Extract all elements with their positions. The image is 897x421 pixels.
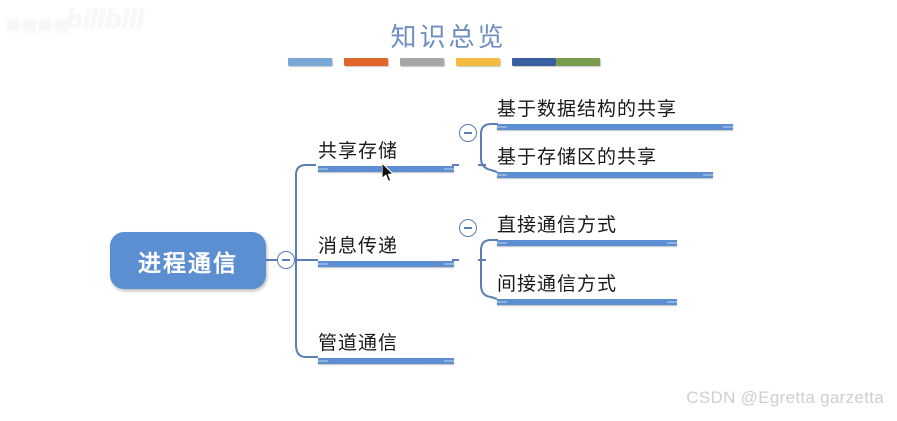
csdn-watermark: CSDN @Egretta garzetta <box>686 388 884 407</box>
branch-node-message-passing-underline <box>318 261 454 267</box>
root-node-label: 进程通信 <box>138 249 238 276</box>
branch-node-shared-storage-label: 共享存储 <box>318 141 399 162</box>
root-collapse-toggle-icon[interactable] <box>277 251 295 269</box>
branch-node-shared-storage-underline <box>318 166 454 172</box>
leaf-node-data-structure-sharing-underline <box>497 124 733 130</box>
branch-node-pipe-communication[interactable]: 管道通信 <box>318 320 454 364</box>
root-node-process-communication[interactable]: 进程通信 <box>110 232 266 289</box>
rule-segment-4 <box>456 58 500 66</box>
title-color-rule <box>288 57 600 69</box>
leaf-node-indirect-communication-underline <box>497 299 677 305</box>
branch-node-shared-storage[interactable]: 共享存储 <box>318 128 454 172</box>
leaf-node-direct-communication-label: 直接通信方式 <box>497 215 618 236</box>
leaf-node-memory-region-sharing-underline <box>497 172 713 178</box>
rule-segment-1 <box>288 58 332 66</box>
rule-segment-2 <box>344 58 388 66</box>
branch-node-message-passing[interactable]: 消息传递 <box>318 223 454 267</box>
message-passing-collapse-toggle-icon[interactable] <box>459 219 477 237</box>
leaf-node-data-structure-sharing-label: 基于数据结构的共享 <box>497 99 678 120</box>
shared-storage-collapse-toggle-icon[interactable] <box>459 124 477 142</box>
page-title: 知识总览 <box>390 23 507 52</box>
leaf-node-indirect-communication[interactable]: 间接通信方式 <box>497 271 677 305</box>
rule-segment-3 <box>400 58 444 66</box>
rule-segment-5 <box>512 58 556 66</box>
leaf-node-indirect-communication-label: 间接通信方式 <box>497 274 618 295</box>
leaf-node-memory-region-sharing[interactable]: 基于存储区的共享 <box>497 144 713 178</box>
leaf-node-data-structure-sharing[interactable]: 基于数据结构的共享 <box>497 96 733 130</box>
branch-node-pipe-communication-label: 管道通信 <box>318 333 399 354</box>
leaf-node-direct-communication[interactable]: 直接通信方式 <box>497 212 677 246</box>
branch-node-pipe-communication-underline <box>318 358 454 364</box>
leaf-node-memory-region-sharing-label: 基于存储区的共享 <box>497 147 658 168</box>
branch-node-message-passing-label: 消息传递 <box>318 236 399 257</box>
rule-segment-6 <box>556 58 600 66</box>
leaf-node-direct-communication-underline <box>497 240 677 246</box>
